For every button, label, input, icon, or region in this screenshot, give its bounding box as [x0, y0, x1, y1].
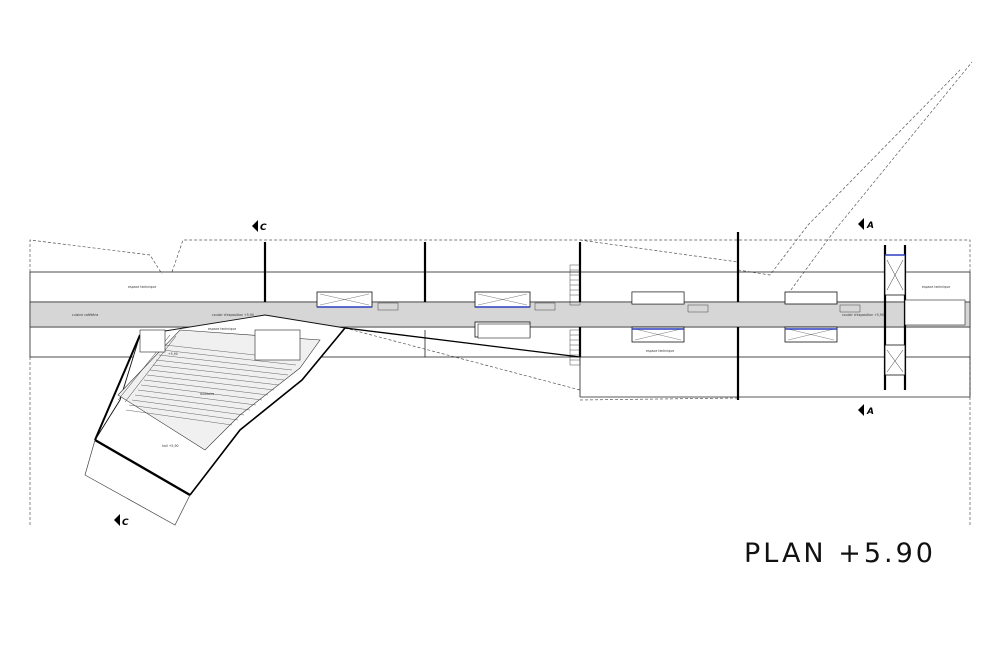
label-tech-south: espace technique [646, 349, 674, 353]
svg-text:A: A [866, 221, 874, 231]
label-corridor-east: couloir d'exposition +5,90 [842, 313, 884, 317]
label-tech-mid: espace technique [208, 327, 236, 331]
service-rooms [139, 291, 966, 361]
section-marker-c-bottom: C [114, 514, 129, 528]
svg-text:C: C [260, 223, 267, 233]
section-marker-c-top: C [252, 220, 267, 233]
label-tech-east: espace technique [922, 285, 950, 289]
label-corridor-west: couloir d'exposition +5,90 [212, 313, 254, 317]
label-cafeteria: cuisine cafétéria [72, 313, 98, 317]
svg-text:A: A [866, 407, 874, 417]
label-auditorium: auditoire [200, 392, 214, 396]
stair-runs [377, 264, 861, 366]
section-marker-a-bottom: A [858, 404, 874, 417]
auditorium-seating-rows [125, 344, 301, 426]
east-stair-core [884, 254, 906, 376]
plan-title: PLAN +5.90 [744, 538, 936, 569]
glazing-blue [317, 306, 837, 330]
section-marker-a-top: A [858, 218, 874, 231]
label-level-small: +5,90 [168, 352, 178, 356]
label-hall: hall +5,90 [162, 444, 179, 448]
label-tech-west: espace technique [128, 285, 156, 289]
skylight-crosses [319, 293, 835, 341]
svg-text:C: C [122, 518, 129, 528]
